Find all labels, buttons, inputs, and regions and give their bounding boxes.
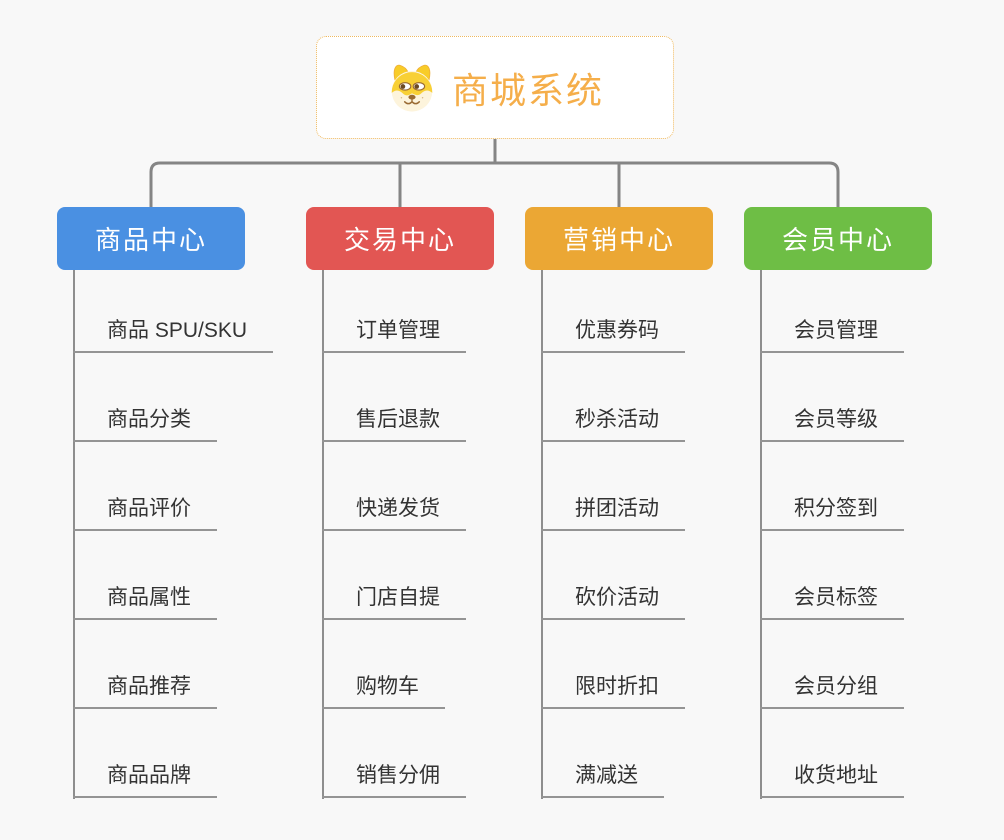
branch-children-line — [760, 270, 762, 799]
leaf-node[interactable]: 快递发货 — [322, 442, 466, 531]
leaf-node[interactable]: 积分签到 — [760, 442, 904, 531]
branch-node-product-center[interactable]: 商品中心 — [57, 207, 245, 270]
branch-label: 商品中心 — [94, 225, 207, 255]
connector-line-group — [149, 137, 840, 209]
leaf-node[interactable]: 商品属性 — [73, 531, 217, 620]
leaf-node[interactable]: 会员标签 — [760, 531, 904, 620]
branch-node-marketing-center[interactable]: 营销中心 — [525, 207, 713, 270]
root-node[interactable]: 商城系统 — [316, 36, 674, 139]
leaf-node[interactable]: 商品分类 — [73, 353, 217, 442]
leaf-node[interactable]: 商品品牌 — [73, 709, 217, 798]
root-node-label: 商城系统 — [451, 69, 604, 111]
branch-node-member-center[interactable]: 会员中心 — [744, 207, 932, 270]
branch-children-member-center: 会员管理 会员等级 积分签到 会员标签 会员分组 收货地址 — [760, 264, 904, 798]
branch-children-trade-center: 订单管理 售后退款 快递发货 门店自提 购物车 销售分佣 — [322, 264, 466, 798]
branch-children-line — [73, 270, 75, 799]
leaf-node[interactable]: 购物车 — [322, 620, 445, 709]
leaf-node[interactable]: 秒杀活动 — [541, 353, 685, 442]
leaf-node[interactable]: 满减送 — [541, 709, 664, 798]
leaf-node[interactable]: 收货地址 — [760, 709, 904, 798]
leaf-node[interactable]: 商品评价 — [73, 442, 217, 531]
branch-label: 营销中心 — [562, 225, 675, 255]
leaf-node[interactable]: 商品 SPU/SKU — [73, 264, 274, 353]
leaf-node[interactable]: 限时折扣 — [541, 620, 685, 709]
leaf-node[interactable]: 砍价活动 — [541, 531, 685, 620]
leaf-node[interactable]: 会员管理 — [760, 264, 904, 353]
branch-children-product-center: 商品 SPU/SKU 商品分类 商品评价 商品属性 商品推荐 商品品牌 — [73, 264, 274, 798]
branch-children-marketing-center: 优惠券码 秒杀活动 拼团活动 砍价活动 限时折扣 满减送 — [541, 264, 685, 798]
leaf-node[interactable]: 售后退款 — [322, 353, 466, 442]
leaf-node[interactable]: 会员分组 — [760, 620, 904, 709]
branch-label: 会员中心 — [781, 225, 894, 255]
branch-node-trade-center[interactable]: 交易中心 — [306, 207, 494, 270]
leaf-node[interactable]: 销售分佣 — [322, 709, 466, 798]
leaf-node[interactable]: 订单管理 — [322, 264, 466, 353]
leaf-node[interactable]: 拼团活动 — [541, 442, 685, 531]
leaf-node[interactable]: 优惠券码 — [541, 264, 685, 353]
branch-label: 交易中心 — [343, 225, 456, 255]
leaf-node[interactable]: 会员等级 — [760, 353, 904, 442]
leaf-node[interactable]: 商品推荐 — [73, 620, 217, 709]
branch-children-line — [322, 270, 324, 799]
branch-children-line — [541, 270, 543, 799]
dog-face-icon — [391, 64, 433, 112]
leaf-node[interactable]: 门店自提 — [322, 531, 466, 620]
